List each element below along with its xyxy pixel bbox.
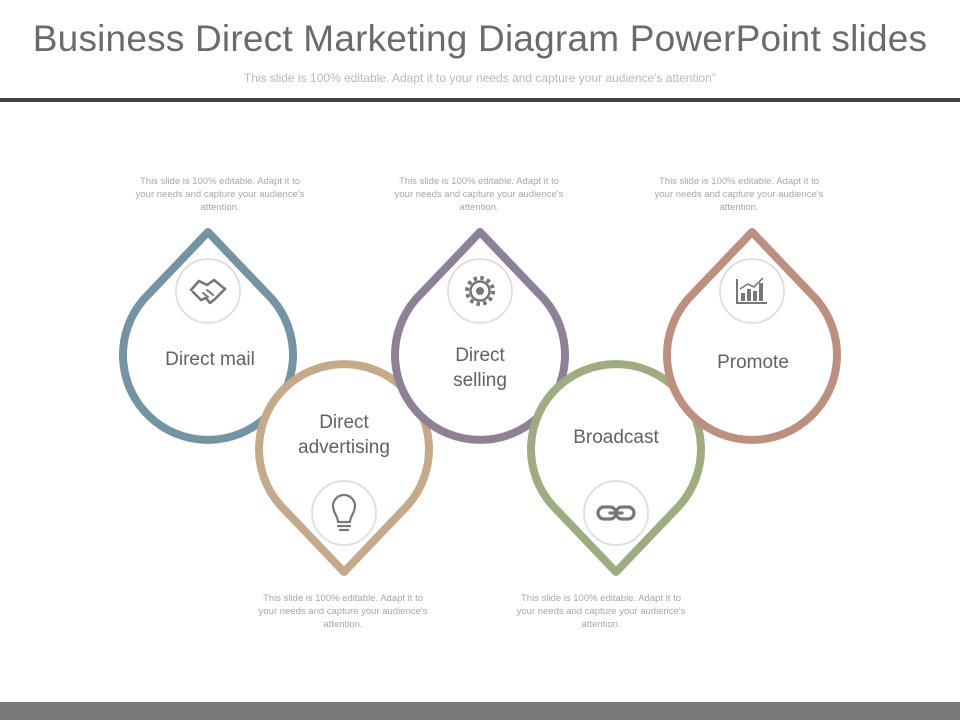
stage-note-promote: This slide is 100% editable. Adapt it to… [654, 176, 824, 213]
stage-direct-selling [391, 228, 569, 444]
stage-label-direct-mail: Direct mail [165, 349, 255, 370]
bar-chart-icon [719, 258, 785, 324]
handshake-icon [175, 258, 241, 324]
stage-note-broadcast: This slide is 100% editable. Adapt it to… [516, 593, 686, 630]
stage-broadcast [527, 360, 705, 576]
slide-subtitle: This slide is 100% editable. Adapt it to… [243, 71, 717, 85]
lightbulb-icon [311, 480, 377, 546]
gear-icon [447, 258, 513, 324]
drop-shape-direct-selling [391, 228, 569, 444]
chain-link-icon [583, 480, 649, 546]
stage-note-direct-advertising: This slide is 100% editable. Adapt it to… [258, 593, 428, 630]
drop-shape-direct-advertising [255, 360, 433, 576]
stage-note-direct-selling: This slide is 100% editable. Adapt it to… [394, 176, 564, 213]
stage-direct-mail [119, 228, 297, 444]
stage-note-direct-mail: This slide is 100% editable. Adapt it to… [135, 176, 305, 213]
header-divider [0, 98, 960, 102]
drop-shape-direct-mail [119, 228, 297, 444]
stage-label-promote: Promote [717, 352, 789, 373]
stage-label-direct-selling: Direct selling [453, 345, 507, 391]
drop-shape-broadcast [527, 360, 705, 576]
stage-label-broadcast: Broadcast [573, 427, 659, 448]
stage-promote [663, 228, 841, 444]
footer-bar [0, 702, 960, 720]
drop-shape-promote [663, 228, 841, 444]
stage-label-direct-advertising: Direct advertising [298, 412, 390, 458]
stage-direct-advertising [255, 360, 433, 576]
slide-title: Business Direct Marketing Diagram PowerP… [32, 18, 928, 59]
